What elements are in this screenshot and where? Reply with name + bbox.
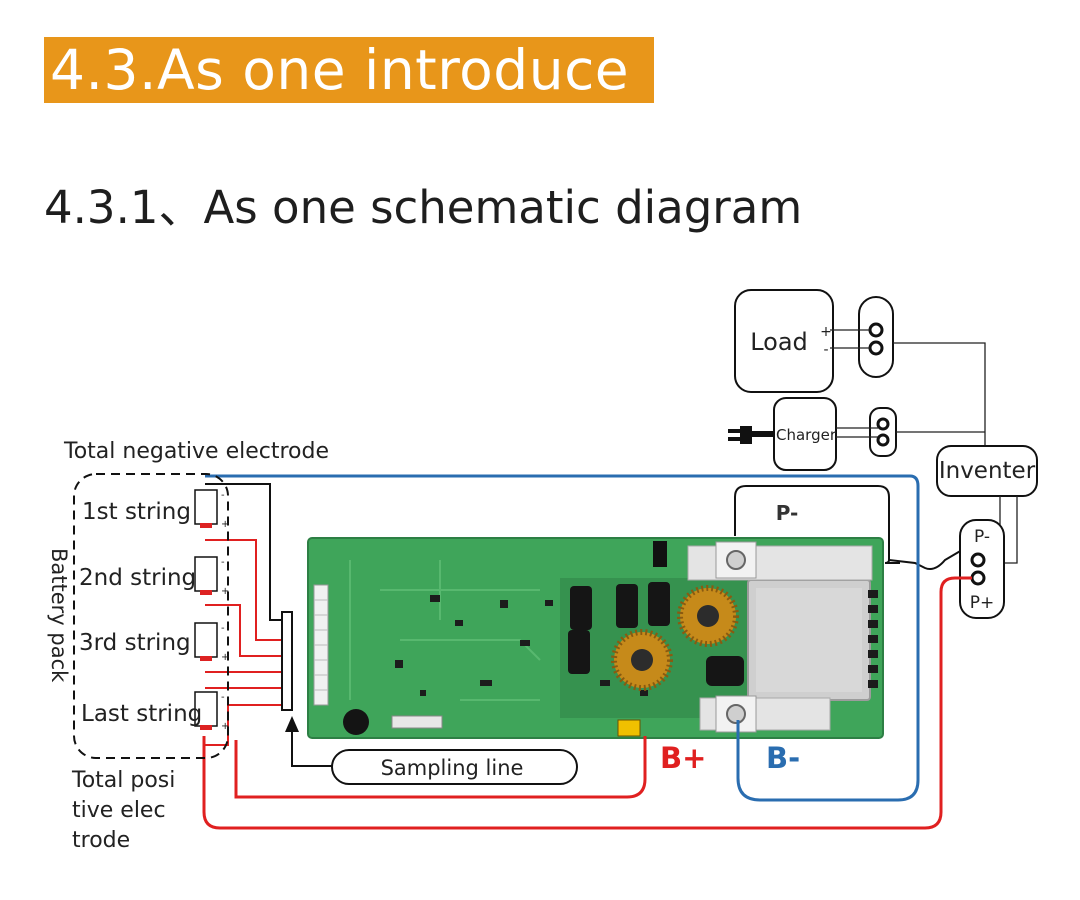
total-negative-label: Total negative electrode xyxy=(63,439,329,464)
port-pplus-label: P+ xyxy=(970,593,995,613)
bplus-wire xyxy=(234,736,647,799)
sampling-wire-top xyxy=(205,483,282,621)
svg-text:-: - xyxy=(221,557,225,568)
svg-text:-: - xyxy=(221,623,225,634)
svg-text:+: + xyxy=(221,519,229,530)
bms-pcb-board xyxy=(307,537,884,739)
inverter-box: Inventer xyxy=(936,445,1038,497)
battery-cell-3: - + xyxy=(194,622,229,663)
string-label-3: 3rd string xyxy=(79,630,191,656)
negative-main-wire xyxy=(205,474,920,802)
total-positive-line-3: trode xyxy=(72,828,130,853)
battery-cell-4: - + xyxy=(194,691,229,732)
port-pminus-label: P- xyxy=(974,527,990,547)
load-plus-sign: + xyxy=(820,324,832,340)
toroid-inductor-2 xyxy=(611,629,673,691)
sampling-connector xyxy=(281,611,293,711)
load-box: Load + - xyxy=(734,289,834,393)
total-positive-line-1: Total posi xyxy=(71,768,175,793)
svg-text:-: - xyxy=(221,490,225,501)
battery-pack-outline xyxy=(73,473,229,759)
page-title: 4.3.As one introduce xyxy=(50,38,630,102)
charger-socket xyxy=(869,407,897,457)
arrow-up-icon xyxy=(285,716,299,732)
section-subtitle: 4.3.1、As one schematic diagram xyxy=(44,181,803,234)
pminus-tab-label: P- xyxy=(776,501,799,525)
bplus-label: B+ xyxy=(660,741,706,775)
sampling-wires xyxy=(205,539,284,746)
battery-cell-1: - + xyxy=(194,489,229,530)
string-label-2: 2nd string xyxy=(79,565,196,591)
output-port: P- P+ xyxy=(959,519,1005,619)
inverter-label: Inventer xyxy=(939,458,1036,484)
charger-box: Charger xyxy=(773,397,837,471)
plug-icon xyxy=(728,426,774,444)
positive-output-wire xyxy=(202,576,972,830)
load-label: Load xyxy=(750,328,808,356)
sampling-line-label: Sampling line xyxy=(381,756,524,780)
battery-cell-2: - + xyxy=(194,556,229,597)
load-socket xyxy=(858,296,894,378)
toroid-inductor-1 xyxy=(677,585,739,647)
load-minus-sign: - xyxy=(823,342,828,358)
sampling-line-box: Sampling line xyxy=(331,749,578,785)
string-label-4: Last string xyxy=(81,701,202,727)
svg-text:-: - xyxy=(221,692,225,703)
title-banner xyxy=(44,37,654,103)
string-label-1: 1st string xyxy=(82,499,191,525)
total-positive-line-2: tive elec xyxy=(72,798,166,823)
bminus-label: B- xyxy=(766,741,800,775)
svg-text:+: + xyxy=(221,652,229,663)
pminus-tab: P- xyxy=(734,485,900,564)
svg-text:+: + xyxy=(221,586,229,597)
charger-label: Charger xyxy=(776,426,837,444)
battery-pack-label: Battery pack xyxy=(47,548,71,683)
svg-text:+: + xyxy=(221,721,229,732)
